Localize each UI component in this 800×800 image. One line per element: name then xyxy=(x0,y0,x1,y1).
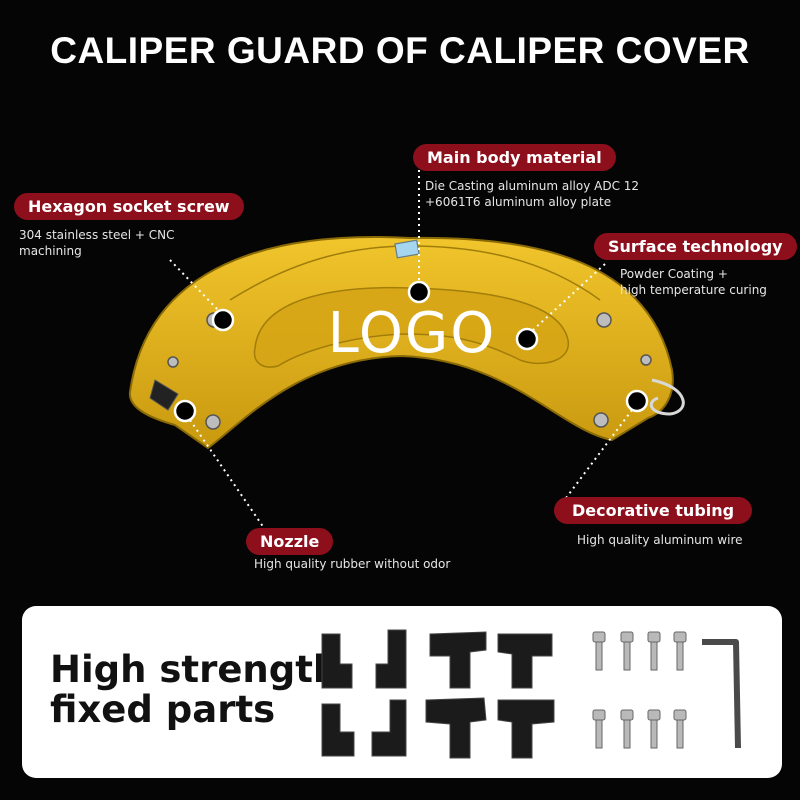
desc-hexagon-socket-screw: 304 stainless steel + CNC machining xyxy=(19,228,175,258)
desc-decorative-tubing: High quality aluminum wire xyxy=(577,533,743,547)
tag-hexagon-socket-screw: Hexagon socket screw xyxy=(14,193,244,220)
bracket-part xyxy=(497,699,555,759)
screw-part xyxy=(592,631,606,671)
screw-part xyxy=(620,631,634,671)
screw-part xyxy=(673,631,687,671)
screw-part xyxy=(647,709,661,749)
tag-nozzle: Nozzle xyxy=(246,528,334,555)
screw-part xyxy=(647,631,661,671)
bolts xyxy=(167,312,652,430)
page-title: CALIPER GUARD OF CALIPER COVER xyxy=(50,30,750,71)
desc-main-body-material: Die Casting aluminum alloy ADC 12 +6061T… xyxy=(425,179,640,209)
screw-part xyxy=(592,709,606,749)
bracket-part xyxy=(425,697,487,759)
tag-decorative-tubing: Decorative tubing xyxy=(554,497,753,524)
parts-panel-title: High strength fixed parts xyxy=(50,648,340,731)
bracket-part xyxy=(321,633,353,689)
desc-nozzle: High quality rubber without odor xyxy=(254,557,451,571)
bracket-part xyxy=(321,703,355,757)
bracket-part xyxy=(429,631,487,689)
caliper-cover-image: LOGO xyxy=(128,170,685,529)
bracket-part xyxy=(375,629,407,689)
hex-key-part xyxy=(702,639,741,749)
screw-part xyxy=(620,709,634,749)
desc-surface-technology: Powder Coating + high temperature curing xyxy=(620,267,767,297)
bracket-part xyxy=(497,633,553,689)
screw-part xyxy=(673,709,687,749)
tag-main-body-material: Main body material xyxy=(413,144,616,171)
logo-text: LOGO xyxy=(328,301,497,366)
bracket-part xyxy=(371,699,407,757)
tag-surface-technology: Surface technology xyxy=(594,233,797,260)
